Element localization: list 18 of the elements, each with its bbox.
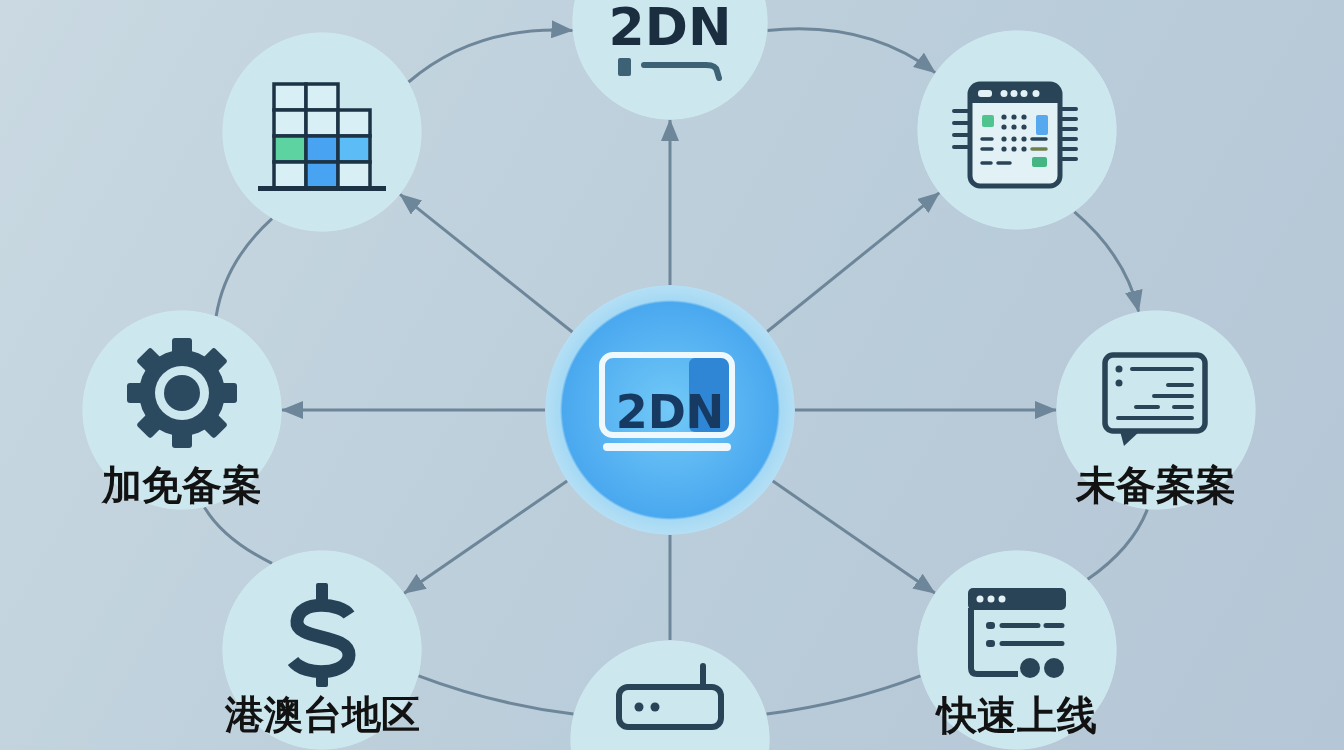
arrow <box>281 401 545 419</box>
arrow <box>1073 210 1142 313</box>
arrow <box>795 401 1057 419</box>
node-label: 加免备案 <box>102 465 262 505</box>
connector-line <box>214 217 274 317</box>
connector-line <box>668 535 672 640</box>
arrow <box>407 20 574 84</box>
node-label: 2DN <box>615 389 725 435</box>
node-label: 快速上线 <box>937 695 1097 735</box>
node-label: 2DN <box>608 1 732 53</box>
connector-line <box>766 674 921 716</box>
connector-line <box>203 506 273 565</box>
arrow <box>767 27 936 74</box>
connector-line <box>418 674 574 716</box>
node-label: 港澳台地区 <box>224 695 420 734</box>
arrow <box>661 119 679 285</box>
connector-line <box>1086 509 1149 581</box>
node-label: 未备案案 <box>1076 465 1236 505</box>
